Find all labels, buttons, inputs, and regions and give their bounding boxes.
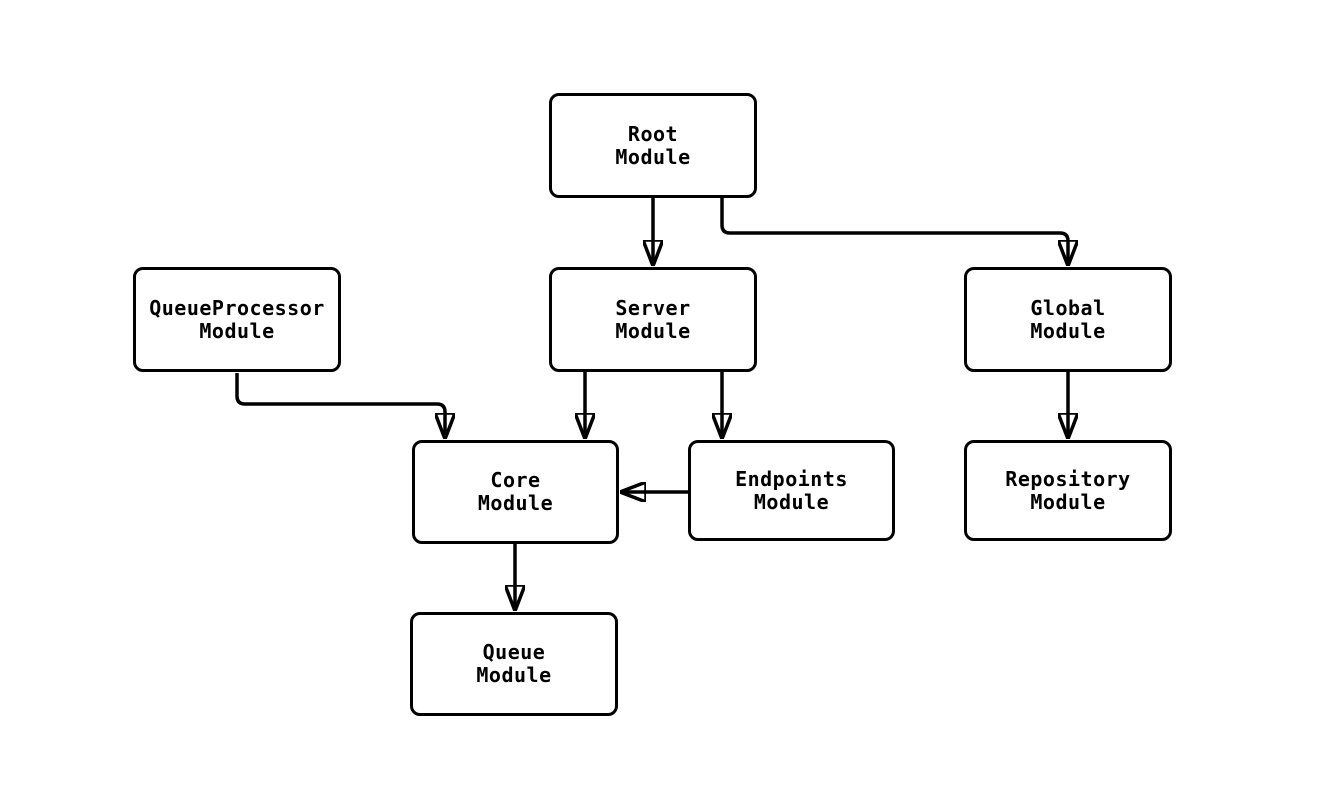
node-label-line: Global — [1030, 295, 1106, 320]
node-core-module: Core Module — [412, 440, 619, 544]
node-label-line: QueueProcessor — [149, 295, 325, 320]
node-label-line: Module — [615, 318, 691, 343]
edge-root-to-global — [720, 198, 1068, 265]
node-label-line: Module — [1030, 489, 1106, 514]
node-queueprocessor-module: QueueProcessor Module — [133, 267, 341, 372]
node-label-line: Core — [490, 468, 541, 492]
node-label-line: Module — [476, 663, 552, 687]
node-label-line: Module — [1030, 318, 1106, 343]
node-label-line: Module — [199, 318, 275, 343]
node-label-line: Module — [753, 489, 830, 514]
node-endpoints-module: Endpoints Module — [688, 440, 895, 541]
node-label-line: Root — [627, 121, 679, 146]
node-queue-module: Queue Module — [410, 612, 618, 716]
node-server-module: Server Module — [549, 267, 757, 372]
node-repository-module: Repository Module — [964, 440, 1172, 541]
node-label-line: Module — [615, 144, 691, 169]
node-label-line: Server — [615, 295, 691, 320]
edge-queueprocessor-to-core — [235, 373, 445, 438]
node-label-line: Queue — [482, 640, 546, 664]
node-label-line: Module — [477, 491, 554, 515]
node-label-line: Endpoints — [735, 466, 848, 491]
node-global-module: Global Module — [964, 267, 1172, 372]
node-label-line: Repository — [1005, 466, 1131, 491]
node-root-module: Root Module — [549, 93, 757, 198]
